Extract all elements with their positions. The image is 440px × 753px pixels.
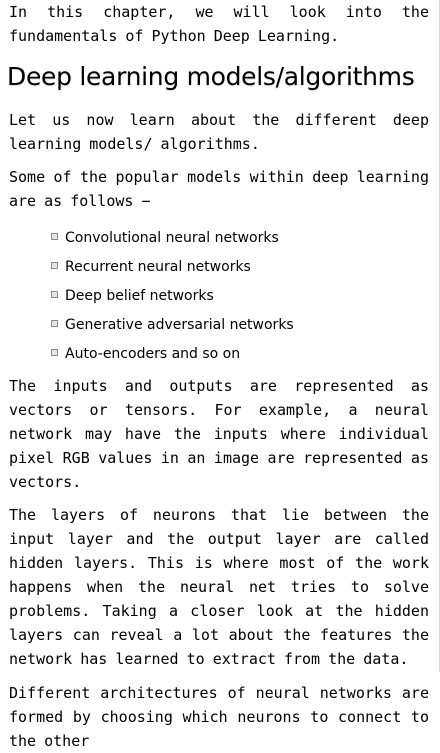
paragraph-popular-models: Some of the popular models within deep l…: [9, 168, 429, 210]
paragraph-models-intro: Let us now learn about the different dee…: [9, 111, 429, 153]
square-bullet-icon: [51, 320, 58, 327]
paragraph-inputs-outputs: The inputs and outputs are represented a…: [9, 377, 429, 491]
intro-paragraph: In this chapter, we will look into the f…: [9, 3, 429, 45]
paragraph-architectures: Different architectures of neural networ…: [9, 684, 429, 750]
square-bullet-icon: [51, 262, 58, 269]
list-item: Generative adversarial networks: [51, 315, 429, 335]
list-item: Recurrent neural networks: [51, 257, 429, 277]
square-bullet-icon: [51, 291, 58, 298]
square-bullet-icon: [51, 233, 58, 240]
models-list: Convolutional neural networks Recurrent …: [9, 228, 429, 364]
section-heading: Deep learning models/algorithms: [7, 62, 415, 91]
list-item: Deep belief networks: [51, 286, 429, 306]
list-item-label: Convolutional neural networks: [65, 230, 279, 246]
list-item-label: Deep belief networks: [65, 288, 214, 304]
list-item: Convolutional neural networks: [51, 228, 429, 248]
list-item: Auto-encoders and so on: [51, 344, 429, 364]
list-item-label: Auto-encoders and so on: [65, 346, 241, 362]
square-bullet-icon: [51, 349, 58, 356]
article-content: In this chapter, we will look into the f…: [7, 0, 429, 753]
list-item-label: Recurrent neural networks: [65, 259, 251, 275]
paragraph-hidden-layers: The layers of neurons that lie between t…: [9, 506, 429, 668]
list-item-label: Generative adversarial networks: [65, 317, 294, 333]
